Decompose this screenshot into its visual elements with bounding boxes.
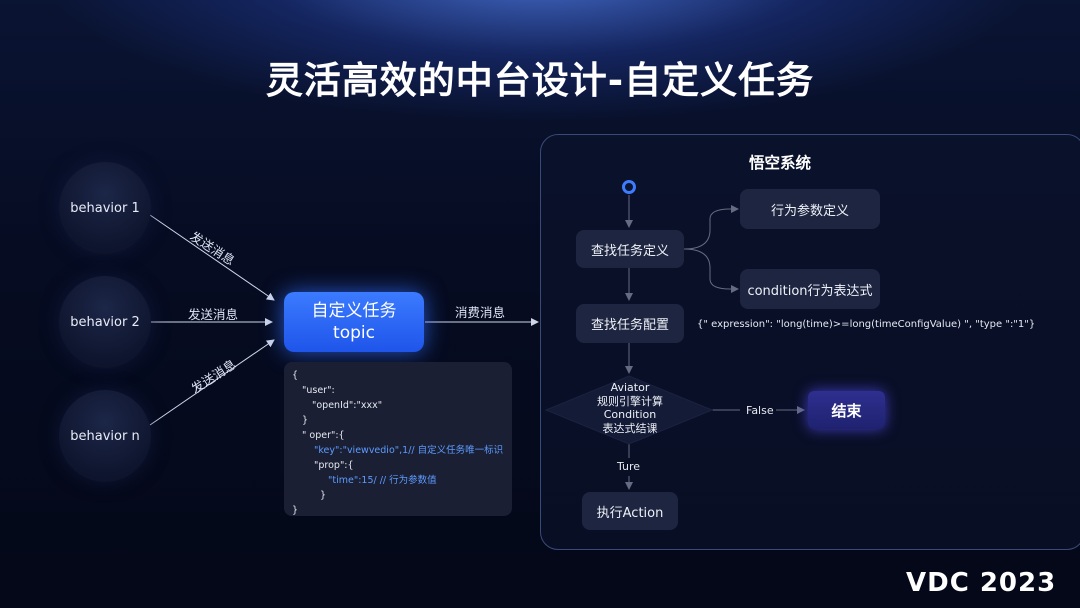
false-label: False	[746, 404, 774, 417]
behavior-1-node: behavior 1	[59, 162, 151, 254]
behavior-2-node: behavior 2	[59, 276, 151, 368]
arrow-behaviorn-topic	[149, 339, 275, 426]
vdc-logo: VDC 2023	[906, 568, 1057, 598]
code-line: {	[292, 370, 299, 381]
condition-expr-box: condition行为表达式	[740, 269, 880, 309]
arrow-behavior1-topic	[149, 214, 275, 301]
start-node	[622, 180, 636, 194]
decision-line1: Aviator	[610, 381, 650, 394]
consume-label: 消费消息	[455, 305, 506, 320]
page-title: 灵活高效的中台设计-自定义任务	[265, 59, 815, 102]
expression-text: {" expression": "long(time)>=long(timeCo…	[697, 319, 1036, 330]
message-code-block: { "user": "openId":"xxx" } " oper":{ "ke…	[284, 362, 512, 516]
find-task-config-box: 查找任务配置	[576, 304, 684, 343]
decision-line3: Condition	[603, 408, 657, 421]
code-line: }	[320, 490, 327, 501]
behavior-1-label: behavior 1	[70, 200, 140, 216]
code-line: "openId":"xxx"	[312, 400, 383, 411]
code-line: }	[292, 505, 299, 516]
code-line: }	[302, 415, 309, 426]
code-line: " oper":{	[302, 430, 345, 441]
param-def-box: 行为参数定义	[740, 189, 880, 229]
code-line: "prop":{	[314, 460, 354, 471]
behavior-2-label: behavior 2	[70, 314, 140, 330]
code-line: "key":"viewvedio",1// 自定义任务唯一标识	[314, 445, 504, 456]
topic-line2: topic	[333, 323, 375, 343]
decision-text: Aviator 规则引擎计算 Condition 表达式结课	[570, 381, 690, 435]
send-label-2: 发送消息	[188, 307, 239, 322]
execute-action-box: 执行Action	[582, 492, 678, 530]
code-line: "time":15/ // 行为参数值	[328, 475, 437, 486]
true-label: Ture	[617, 460, 641, 473]
behavior-n-label: behavior n	[70, 428, 140, 444]
find-task-def-box: 查找任务定义	[576, 230, 684, 268]
decision-line4: 表达式结课	[602, 421, 658, 435]
topic-box: 自定义任务 topic	[284, 292, 424, 352]
end-box: 结束	[808, 391, 885, 429]
code-line: "user":	[302, 385, 335, 396]
system-title: 悟空系统	[748, 154, 811, 172]
decision-line2: 规则引擎计算	[597, 394, 663, 408]
behavior-n-node: behavior n	[59, 390, 151, 482]
topic-line1: 自定义任务	[311, 301, 397, 321]
